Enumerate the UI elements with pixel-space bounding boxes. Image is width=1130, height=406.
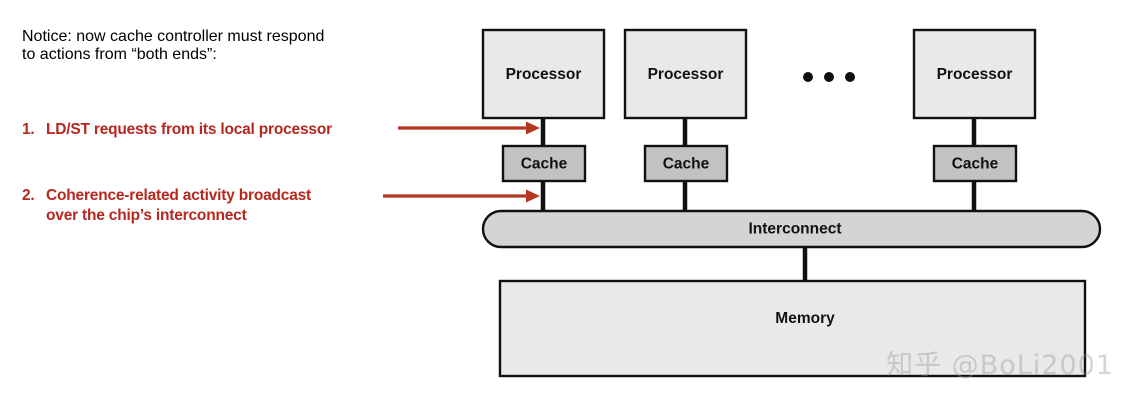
ellipsis-icon xyxy=(803,72,855,82)
processor-label-1: Processor xyxy=(506,66,582,83)
list-item-2-line-1: Coherence-related activity broadcast xyxy=(46,187,312,204)
list-item-2-text: Coherence-related activity broadcast ove… xyxy=(46,186,402,227)
list-item-1-number: 1. xyxy=(22,121,35,138)
list-item-1-text: LD/ST requests from its local processor xyxy=(46,121,332,138)
list-item-2-number: 2. xyxy=(22,187,35,204)
memory-box xyxy=(498,279,1087,378)
interconnect-bar xyxy=(481,209,1102,249)
notice-heading: Notice: now cache controller must respon… xyxy=(22,28,412,64)
processor-box-3 xyxy=(912,28,1037,120)
cache-box-1 xyxy=(501,144,587,183)
cache-box-2 xyxy=(643,144,729,183)
processor-box-1 xyxy=(481,28,606,120)
processor-label-3: Processor xyxy=(937,66,1013,83)
cache-box-3 xyxy=(932,144,1018,183)
notice-list-item-2: 2. Coherence-related activity broadcast … xyxy=(22,186,402,227)
annotation-arrow-1 xyxy=(398,121,540,135)
cache-label-3: Cache xyxy=(952,156,999,173)
processor-label-2: Processor xyxy=(648,66,724,83)
annotation-arrow-2 xyxy=(383,189,540,203)
cache-label-2: Cache xyxy=(663,156,710,173)
memory-label: Memory xyxy=(775,310,835,327)
cache-label-1: Cache xyxy=(521,156,568,173)
processor-box-2 xyxy=(623,28,748,120)
interconnect-label: Interconnect xyxy=(748,221,841,238)
notice-title-line-1: Notice: now cache controller must respon… xyxy=(22,28,325,45)
list-item-2-line-2: over the chip’s interconnect xyxy=(46,207,247,225)
notice-title-line-2: to actions from “both ends”: xyxy=(22,46,217,63)
watermark: 知乎 @BoLi2001 xyxy=(886,350,1114,381)
notice-list-item-1: 1. LD/ST requests from its local process… xyxy=(22,120,402,140)
